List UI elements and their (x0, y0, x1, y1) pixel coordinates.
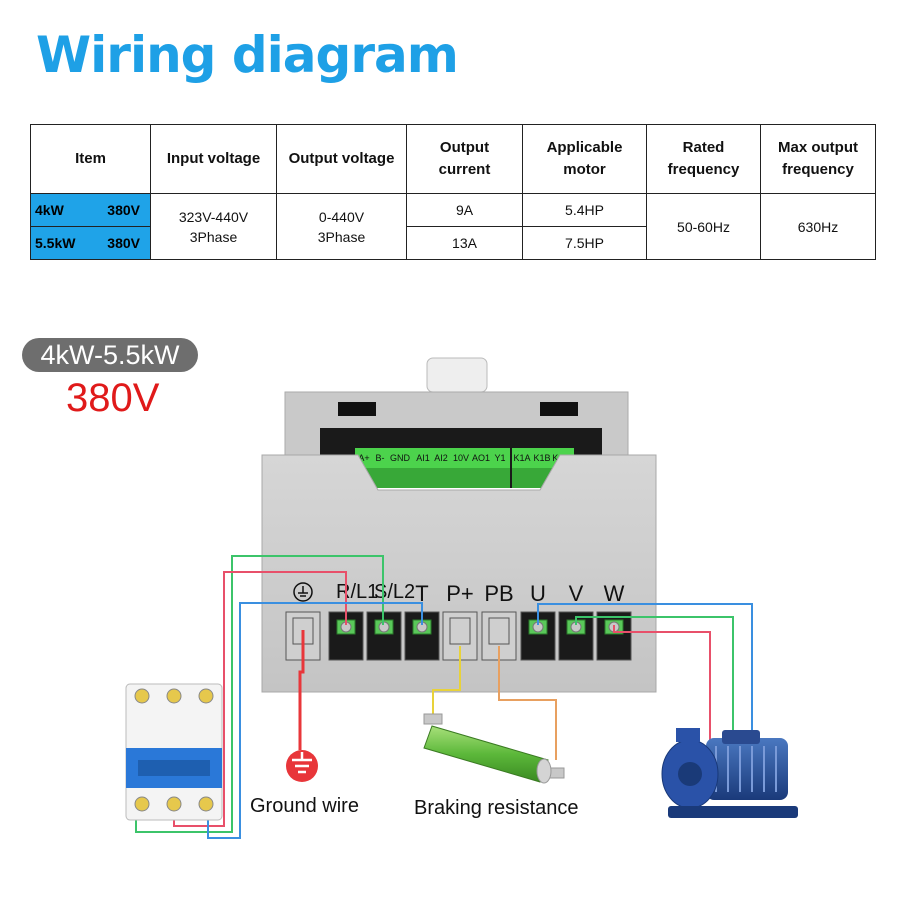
spec-table: Item Input voltage Output voltage Output… (30, 124, 876, 260)
resistor-bracket-left (423, 713, 443, 725)
output-voltage-text: 0-440V 3Phase (317, 208, 366, 245)
cell-rated-frequency: 50-60Hz (646, 193, 761, 260)
ground-wire-label: Ground wire (250, 795, 359, 817)
header-applicable-motor-text: Applicable motor (546, 139, 623, 178)
breaker-screw-icon (198, 688, 214, 704)
breaker-screw-icon (134, 688, 150, 704)
terminal-label: R/L1 (336, 581, 378, 603)
braking-resistor (423, 713, 565, 784)
row-item-4kw: 4kW 380V (30, 193, 151, 227)
control-knob[interactable] (426, 357, 488, 393)
motor-housing (706, 738, 788, 800)
control-terminal-strip (355, 448, 510, 468)
wire-blue-input (207, 602, 423, 839)
pump-inlet-icon (678, 762, 702, 786)
control-terminal-10v: 10V (453, 453, 469, 463)
terminal-label: T (415, 581, 428, 606)
wire-green-input (135, 555, 384, 833)
power-range-badge: 4kW-5.5kW (22, 338, 198, 372)
terminal-label: V (569, 581, 584, 606)
header-applicable-motor: Applicable motor (522, 124, 647, 194)
braking-resistance-label: Braking resistance (414, 797, 579, 819)
header-item: Item (30, 124, 151, 194)
header-output-voltage: Output voltage (276, 124, 407, 194)
terminal-label: U (530, 581, 546, 606)
pump-base (668, 806, 798, 818)
vent-left (338, 402, 376, 416)
wires (135, 555, 753, 839)
relay-terminal-k1b: K1B (533, 453, 550, 463)
terminal-label: S/L2 (374, 581, 415, 603)
terminal-label: W (604, 581, 625, 606)
breaker-screw-icon (166, 796, 182, 812)
vent-right (540, 402, 578, 416)
ground-icon (286, 750, 318, 782)
header-max-frequency-text: Max output frequency (778, 139, 858, 178)
cell-current: 9A (406, 193, 523, 227)
wire-ground (298, 630, 305, 750)
page-title: Wiring diagram (36, 26, 459, 84)
row-power: 5.5kW (35, 235, 76, 251)
motor-terminal-box (722, 730, 760, 744)
voltage-label: 380V (66, 376, 160, 420)
wire-green-output (575, 616, 734, 748)
row-voltage: 380V (107, 202, 140, 218)
cell-current: 13A (406, 226, 523, 260)
relay-terminal-k1a: K1A (513, 453, 530, 463)
table-row: 5.5kW 380V 13A 7.5HP (30, 226, 876, 260)
cell-motor: 7.5HP (522, 226, 647, 260)
wire-yellow-brake (432, 646, 461, 718)
motor-pump (661, 728, 798, 818)
wire-orange-brake (498, 646, 557, 760)
row-power: 4kW (35, 202, 64, 218)
wire-red-input (173, 571, 347, 827)
control-terminal-ai2: AI2 (434, 453, 448, 463)
header-output-current-text: Output current (438, 139, 491, 178)
header-input-voltage: Input voltage (150, 124, 277, 194)
breaker-screw-icon (198, 796, 214, 812)
motor-fins (715, 746, 777, 792)
header-rated-frequency: Rated frequency (646, 124, 761, 194)
control-terminal-b: B- (376, 453, 385, 463)
control-terminal-ai1: AI1 (416, 453, 430, 463)
terminal-label: PB (484, 581, 513, 606)
breaker-screw-icon (166, 688, 182, 704)
power-terminal-pb[interactable]: PB (481, 581, 517, 661)
pump-outlet (676, 728, 700, 742)
cell-max-frequency: 630Hz (760, 193, 876, 260)
earth-terminal-icon (293, 582, 313, 602)
inverter: A+B-GNDAI1AI210VAO1Y1K1AK1BK1C R/L1S/L2T… (261, 357, 657, 693)
row-voltage: 380V (107, 235, 140, 251)
table-row: 4kW 380V 323V-440V 3Phase 0-440V 3Phase 9… (30, 193, 876, 260)
control-terminal-screws (355, 468, 510, 488)
breaker-toggle[interactable] (138, 760, 210, 776)
control-terminal-a: A+ (358, 453, 369, 463)
resistor-tube (423, 725, 549, 783)
control-terminal-labels: A+B-GNDAI1AI210VAO1Y1K1AK1BK1C (358, 453, 570, 463)
table-header-row: Item Input voltage Output voltage Output… (30, 124, 876, 194)
control-terminal-gnd: GND (390, 453, 411, 463)
control-terminal-y1: Y1 (494, 453, 505, 463)
wire-red-output (613, 625, 711, 748)
breaker-screw-icon (134, 796, 150, 812)
resistor-end-cap (536, 758, 552, 784)
input-voltage-text: 323V-440V 3Phase (178, 208, 249, 245)
circuit-breaker (125, 683, 223, 821)
terminal-label: P+ (446, 581, 474, 606)
control-terminal-ao1: AO1 (472, 453, 490, 463)
wire-blue-output (537, 603, 753, 748)
cell-output-voltage: 0-440V 3Phase (276, 193, 407, 260)
cell-input-voltage: 323V-440V 3Phase (150, 193, 277, 260)
row-item-5-5kw: 5.5kW 380V (30, 226, 151, 260)
header-rated-frequency-text: Rated frequency (667, 139, 740, 178)
